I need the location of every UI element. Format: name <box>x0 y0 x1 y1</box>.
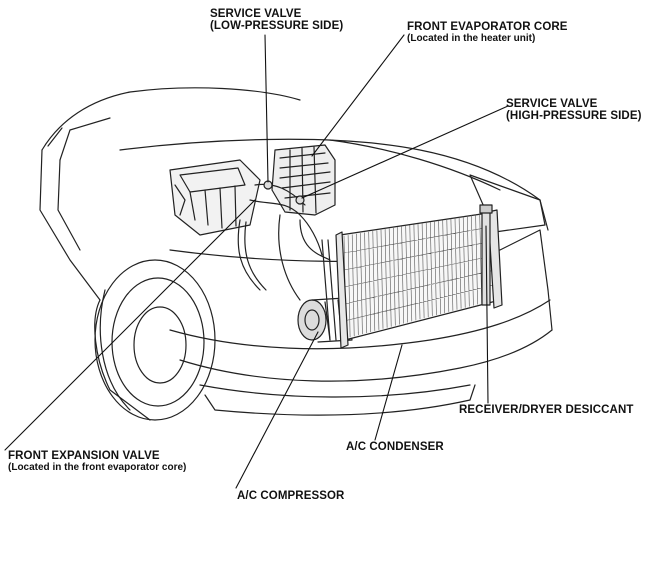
front-wheel <box>94 259 216 421</box>
label-service-valve-high: SERVICE VALVE (HIGH-PRESSURE SIDE) <box>506 98 642 122</box>
leader-front-evaporator-core <box>311 34 405 157</box>
condenser <box>335 204 503 349</box>
leader-front-expansion-valve <box>4 199 256 451</box>
leader-lines <box>4 34 509 489</box>
leader-service-valve-low <box>264 34 269 183</box>
leader-ac-compressor <box>235 331 319 489</box>
label-ac-compressor-line1: A/C COMPRESSOR <box>237 490 345 502</box>
label-service-valve-low: SERVICE VALVE (LOW-PRESSURE SIDE) <box>210 8 343 32</box>
label-ac-condenser: A/C CONDENSER <box>346 441 444 453</box>
label-service-valve-low-line1: SERVICE VALVE <box>210 8 302 20</box>
label-front-expansion-valve: FRONT EXPANSION VALVE (Located in the fr… <box>8 450 186 474</box>
label-service-valve-high-line1: SERVICE VALVE <box>506 98 598 110</box>
label-receiver-dryer-line1: RECEIVER/DRYER DESICCANT <box>459 404 634 416</box>
label-ac-compressor: A/C COMPRESSOR <box>237 490 344 502</box>
label-ac-condenser-line1: A/C CONDENSER <box>346 441 444 453</box>
label-service-valve-high-line2: (HIGH-PRESSURE SIDE) <box>506 110 642 122</box>
label-front-evaporator-core-line1: FRONT EVAPORATOR CORE <box>407 21 568 33</box>
label-receiver-dryer: RECEIVER/DRYER DESICCANT <box>459 404 634 416</box>
label-front-evaporator-core-line2: (Located in the heater unit) <box>407 33 536 44</box>
label-service-valve-low-line2: (LOW-PRESSURE SIDE) <box>210 20 344 32</box>
refrigerant-lines <box>237 214 337 341</box>
leader-ac-condenser <box>374 344 403 441</box>
leader-service-valve-high <box>301 105 509 199</box>
label-front-expansion-valve-line2: (Located in the front evaporator core) <box>8 462 187 473</box>
label-front-expansion-valve-line1: FRONT EXPANSION VALVE <box>8 450 160 462</box>
leader-receiver-dryer <box>485 225 489 404</box>
label-front-evaporator-core: FRONT EVAPORATOR CORE (Located in the he… <box>407 21 568 45</box>
heater-unit <box>169 144 336 256</box>
